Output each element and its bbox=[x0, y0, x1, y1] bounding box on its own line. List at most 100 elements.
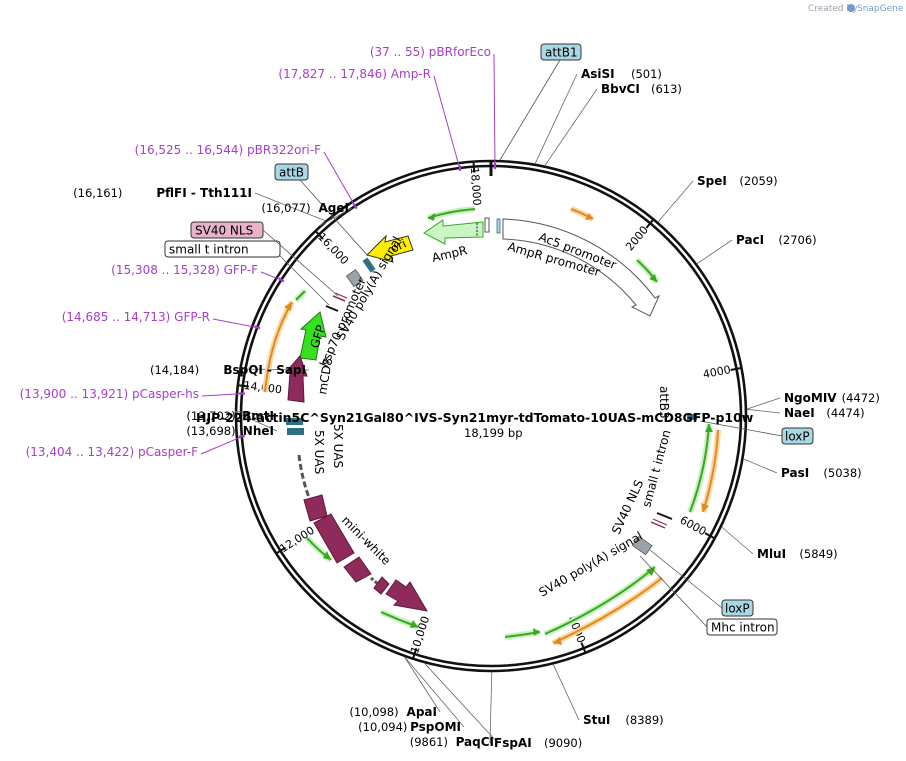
sv40-nls-label-right: SV40 NLS bbox=[609, 478, 646, 537]
site-name: PflFI - Tth111I bbox=[156, 186, 252, 200]
restriction-sites: AsiSI(501)BbvCI(613)SpeI(2059)PacI(2706)… bbox=[73, 67, 880, 750]
attb3-label: attB3 bbox=[657, 386, 671, 419]
site-position: (16,077) bbox=[261, 201, 310, 215]
site-asisi: AsiSI (501) bbox=[581, 67, 662, 81]
tick-label-4000: 4000 bbox=[702, 363, 732, 381]
label-boxes: attB1 attB SV40 NLS small t intron loxP … bbox=[164, 43, 814, 636]
site-name: NgoMIV bbox=[784, 391, 837, 405]
mini-white-arrow bbox=[385, 579, 428, 612]
tick-8000 bbox=[580, 642, 587, 655]
leader-bmti bbox=[234, 410, 278, 417]
attb1-mark bbox=[496, 218, 501, 234]
leader-naei bbox=[746, 408, 781, 414]
leader-apai bbox=[404, 656, 441, 713]
site-name: PspOMI bbox=[410, 720, 461, 734]
site-name: PaqCI bbox=[456, 735, 494, 749]
credit-brand: SnapGene bbox=[857, 4, 904, 14]
credit-prefix: Created by bbox=[808, 4, 858, 14]
primer-pbrforeco: (37 .. 55) pBRforEco bbox=[370, 45, 491, 59]
ampr-promoter-mark bbox=[484, 217, 490, 233]
site-pflfi: PflFI - Tth111I(16,161) bbox=[73, 186, 252, 200]
site-name: NheI bbox=[243, 424, 274, 438]
mini-white-intron-dashed bbox=[297, 454, 312, 501]
site-name: NaeI bbox=[784, 406, 815, 420]
small-t-intron-box-left-label: small t intron bbox=[169, 243, 249, 257]
site-bbvci: BbvCI(613) bbox=[601, 82, 682, 96]
primer-ampr-primer: (17,827 .. 17,846) Amp-R bbox=[278, 67, 431, 81]
site-name: ApaI bbox=[407, 705, 437, 719]
mini-white-exon-3 bbox=[343, 556, 372, 583]
site-position: (613) bbox=[651, 82, 682, 96]
uas-block-1 bbox=[286, 418, 303, 425]
leader-pspomi bbox=[404, 656, 465, 728]
site-name: AgeI bbox=[319, 201, 349, 215]
site-position: (8389) bbox=[625, 713, 663, 727]
uas-label-1: 5X UAS bbox=[331, 424, 345, 468]
sv40-nls-box-left-label: SV40 NLS bbox=[195, 224, 253, 238]
plasmid-name: HJP-224-actin5C^Syn21Gal80^IVS-Syn21myr-… bbox=[196, 410, 754, 425]
leader-stui bbox=[552, 664, 580, 721]
primer-mark-gfp-r bbox=[254, 325, 261, 330]
site-position: (5849) bbox=[799, 547, 837, 561]
ac5-promoter-arrow bbox=[502, 218, 661, 317]
site-agei: AgeI (16,077) bbox=[261, 201, 349, 215]
primer-pcasper-hs: (13,900 .. 13,921) pCasper-hs bbox=[20, 387, 199, 401]
site-name: PasI bbox=[781, 466, 809, 480]
tick-4000 bbox=[730, 366, 743, 371]
primers: (37 .. 55) pBRforEco (17,827 .. 17,846) A… bbox=[20, 45, 491, 459]
site-name: FspAI bbox=[494, 736, 532, 750]
box-leaders bbox=[262, 59, 783, 628]
primer-pcasper-f: (13,404 .. 13,422) pCasper-F bbox=[26, 445, 199, 459]
primer-pbr322ori-f: (16,525 .. 16,544) pBR322ori-F bbox=[135, 143, 321, 157]
site-position: (2706) bbox=[778, 233, 816, 247]
tick-label-6000: 6000 bbox=[678, 514, 709, 539]
site-bspqi: BspQI - SapI(14,184) bbox=[150, 363, 306, 377]
site-position: (501) bbox=[631, 67, 662, 81]
site-position: (5038) bbox=[823, 466, 861, 480]
tick-6000 bbox=[704, 532, 717, 540]
leader-nhei bbox=[234, 411, 278, 432]
site-name: StuI bbox=[583, 713, 610, 727]
site-name: AsiSI bbox=[581, 67, 615, 81]
ampr-label: AmpR bbox=[431, 243, 469, 265]
site-position: (14,184) bbox=[150, 363, 199, 377]
primer-mark-pcasper-f bbox=[238, 435, 245, 438]
snapgene-logo-icon bbox=[847, 4, 855, 12]
primer-mark-ampr-primer bbox=[458, 164, 462, 172]
primer-leader-pcasper-hs bbox=[201, 393, 244, 397]
attb-box-left-label: attB bbox=[279, 166, 304, 180]
ori-label: ori bbox=[388, 236, 408, 255]
ampr-arrow bbox=[423, 219, 484, 245]
mini-white-exon-2 bbox=[313, 513, 355, 564]
site-naei: NaeI(4474) bbox=[784, 406, 865, 420]
primer-leader-gfp-r bbox=[212, 318, 259, 329]
leader-bbvci bbox=[544, 88, 598, 166]
leader-agei bbox=[319, 207, 353, 227]
site-position: (2059) bbox=[739, 174, 777, 188]
tick-12000 bbox=[274, 546, 287, 555]
gfp-label: GFP bbox=[308, 323, 329, 350]
leader-ngomiv bbox=[746, 397, 781, 410]
sv40-nls-mark-right bbox=[650, 521, 666, 529]
mcd8-arrow bbox=[285, 355, 308, 403]
site-bmti: BmtI(13,702) bbox=[186, 409, 274, 423]
primer-mark-pcasper-hs bbox=[238, 392, 246, 395]
mcd8-label: mCD8 bbox=[315, 357, 335, 396]
site-position: (9090) bbox=[544, 736, 582, 750]
site-paci: PacI(2706) bbox=[736, 233, 817, 247]
leader-pflfi bbox=[254, 192, 326, 222]
snapgene-credit: Created by SnapGene bbox=[808, 4, 904, 14]
site-position: (4472) bbox=[842, 391, 880, 405]
attb-mark-left bbox=[362, 257, 376, 273]
site-name: MluI bbox=[757, 547, 786, 561]
primer-mark-gfp-f bbox=[278, 277, 285, 283]
site-ngomiv: NgoMIV (4472) bbox=[784, 391, 880, 405]
leader-paqci bbox=[424, 662, 498, 743]
sv40-polya-block-left bbox=[345, 269, 364, 288]
tick-label-10000: 10,000 bbox=[408, 615, 432, 656]
sv40-polya-block-right bbox=[632, 535, 653, 556]
leader-spei bbox=[657, 180, 694, 223]
leader-mlui bbox=[721, 526, 754, 555]
small-t-intron-mark-left bbox=[325, 305, 339, 312]
